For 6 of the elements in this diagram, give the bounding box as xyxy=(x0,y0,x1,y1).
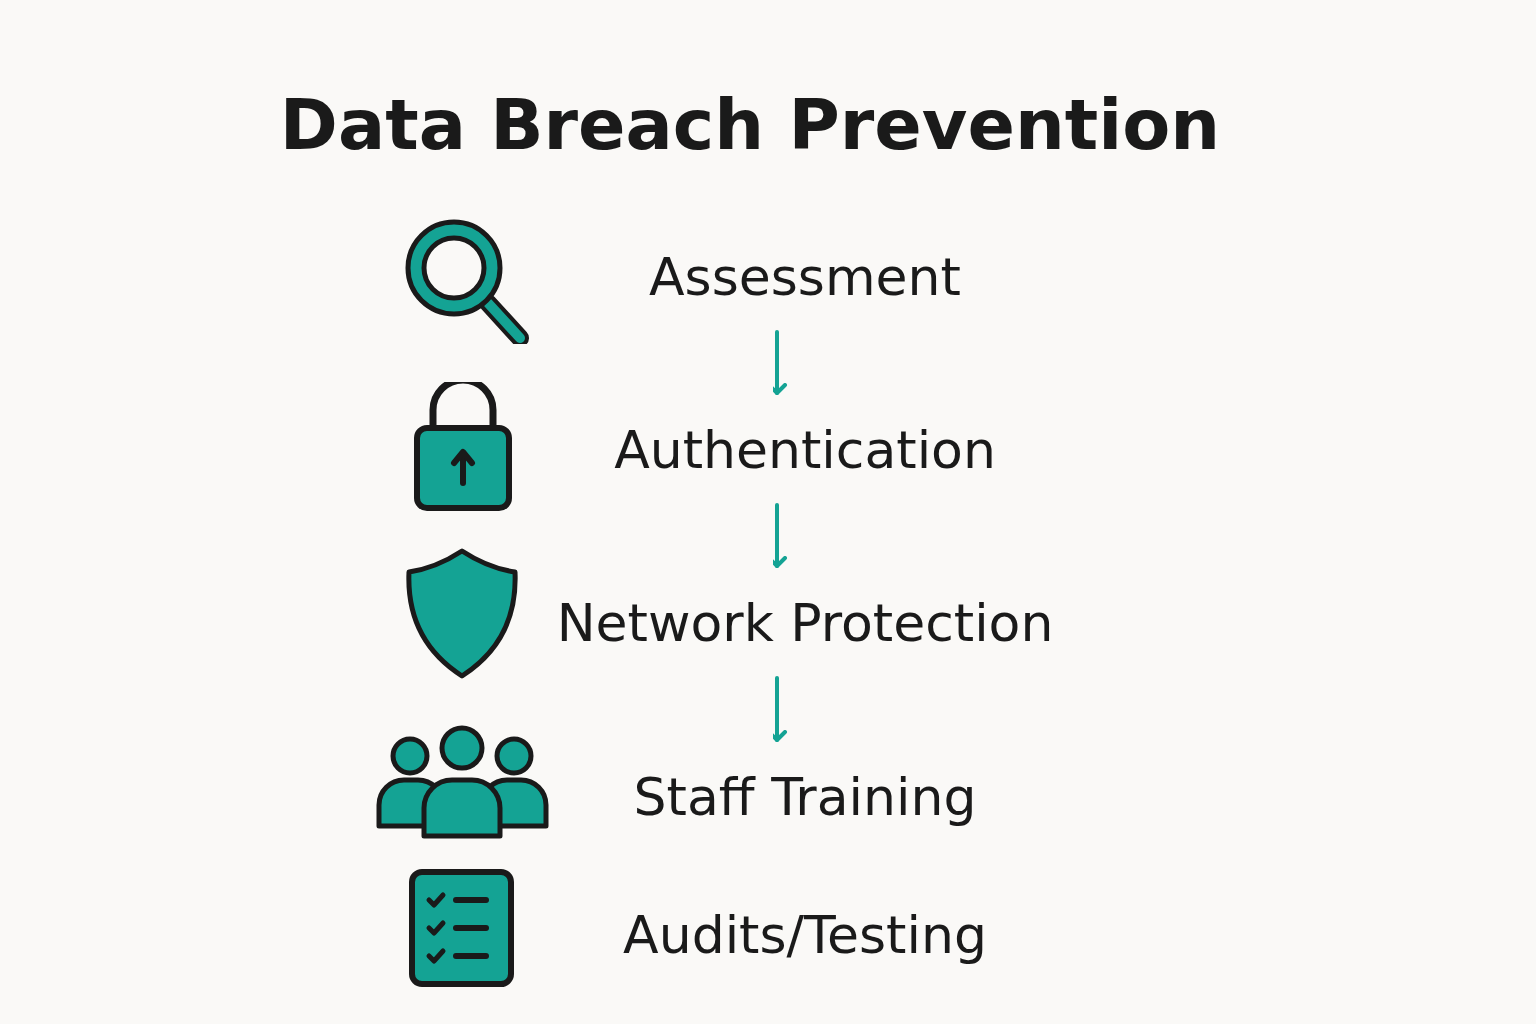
step-label: Staff Training xyxy=(633,742,977,852)
step-label: Audits/Testing xyxy=(623,880,987,990)
step-label: Network Protection xyxy=(556,568,1054,678)
step-label: Authentication xyxy=(614,395,996,505)
step-label: Assessment xyxy=(649,222,961,332)
title: Data Breach Prevention xyxy=(279,83,1221,168)
